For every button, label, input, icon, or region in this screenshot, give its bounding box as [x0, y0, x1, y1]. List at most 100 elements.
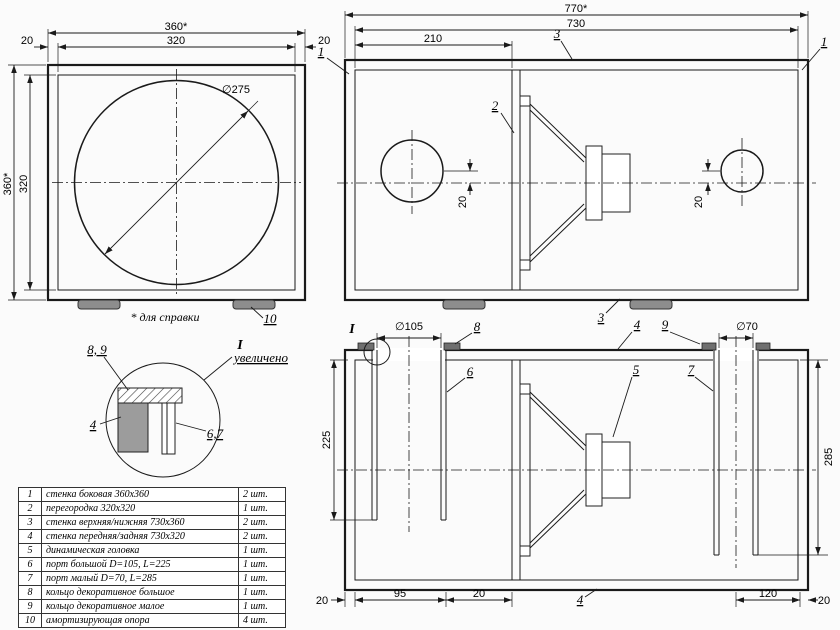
dim-height-total: 360*: [2, 172, 14, 195]
label-detail-mark: I: [348, 322, 355, 337]
side-view: 770* 730 210 20 20 1 1 3 2 3: [318, 3, 828, 325]
dim-big-port-length: 225: [321, 431, 333, 449]
part-name-cell: динамическая головка: [42, 544, 239, 557]
front-view: 360* 320 20 20 360* 320 ∅275 10 * для сп…: [2, 21, 330, 326]
dim-big-port-offset: 20: [457, 196, 469, 208]
detail-circle: [105, 362, 221, 478]
dim-bottom-wall-right: 20: [818, 595, 830, 607]
label-ports: 6,7: [207, 426, 224, 441]
part-number-cell: 2: [19, 502, 42, 515]
part-number-cell: 3: [19, 516, 42, 529]
label-rings: 8, 9: [87, 342, 107, 357]
ring-section: [117, 387, 183, 404]
dim-speaker-diameter: ∅275: [222, 84, 250, 96]
side-outer-wall: [343, 58, 810, 302]
label-speaker: 5: [633, 362, 640, 377]
big-ring-edge: [357, 342, 375, 351]
part-number-cell: 10: [19, 614, 42, 627]
label-wall: 4: [90, 417, 97, 432]
part-number-cell: 6: [19, 558, 42, 571]
part-qty-cell: 1 шт.: [243, 559, 268, 570]
dim-small-port-position: 120: [759, 588, 777, 600]
label-ring-small: 9: [662, 317, 669, 332]
diameter-arrow: [104, 110, 249, 255]
part-number-cell: 5: [19, 544, 42, 557]
part-name-cell: стенка передняя/задняя 730х320: [42, 530, 239, 543]
small-port-tube: [713, 350, 759, 556]
dim-big-port-diameter: ∅105: [395, 321, 423, 333]
label-ring-big: 8: [474, 319, 481, 334]
dim-big-port-to-partition: 20: [473, 588, 485, 600]
front-outer-wall: [46, 63, 307, 302]
dim-length-inner: 730: [567, 18, 585, 30]
dim-width-inner: 320: [167, 35, 185, 47]
reference-note: * для справки: [130, 310, 199, 324]
detail-mark: I: [236, 338, 243, 353]
label-foot-10: 10: [264, 311, 278, 326]
part-number-cell: 8: [19, 586, 42, 599]
part-name-cell: кольцо декоративное малое: [42, 600, 239, 613]
label-small-port: 7: [688, 362, 695, 377]
part-name-cell: кольцо декоративное большое: [42, 586, 239, 599]
big-ring-edge: [443, 342, 461, 351]
small-ring-edge: [755, 342, 771, 351]
damping-foot: [77, 299, 121, 310]
label-partition: 2: [492, 98, 499, 113]
part-qty-cell: 1 шт.: [243, 601, 268, 612]
part-name-cell: порт малый D=70, L=285: [42, 572, 239, 585]
port-tube-section: [161, 402, 176, 455]
dim-small-port-offset: 20: [693, 196, 705, 208]
part-qty-cell: 4 шт.: [243, 615, 268, 626]
detail-caption: увеличено: [232, 350, 288, 365]
dim-small-port-diameter: ∅70: [736, 321, 758, 333]
big-port-tube: [371, 350, 447, 521]
dim-partition-offset: 210: [424, 33, 442, 45]
plan-view: I ∅105 8 4 9 ∅70 225 285 6 5 7 20 95 20 …: [316, 317, 835, 607]
part-qty-cell: 1 шт.: [243, 545, 268, 556]
label-side-wall-right: 1: [821, 34, 828, 49]
dim-height-inner: 320: [18, 175, 30, 193]
part-qty-cell: 1 шт.: [243, 503, 268, 514]
part-number-cell: 9: [19, 600, 42, 613]
label-bottom-wall: 3: [597, 310, 605, 325]
part-number-cell: 4: [19, 530, 42, 543]
part-qty-cell: 2 шт.: [243, 517, 268, 528]
diameter-leader: [247, 100, 259, 112]
part-name-cell: стенка верхняя/нижняя 730х360: [42, 516, 239, 529]
speaker-cutout-circle: [73, 79, 280, 286]
detail-view: 8, 9 4 6,7 I увеличено: [87, 338, 288, 478]
dim-big-port-position: 95: [394, 588, 406, 600]
part-qty-cell: 2 шт.: [243, 489, 268, 500]
damping-foot: [442, 299, 486, 310]
damping-foot: [629, 299, 673, 310]
part-name-cell: амортизирующая опора: [42, 614, 239, 627]
part-number-cell: 1: [19, 488, 42, 501]
dim-small-port-length: 285: [823, 448, 835, 466]
detail-leader: [203, 356, 233, 381]
label-front-wall-top: 4: [634, 317, 641, 332]
part-qty-cell: 1 шт.: [243, 587, 268, 598]
small-ring-edge: [701, 342, 717, 351]
dim-width-total: 360*: [165, 21, 188, 33]
part-number-cell: 7: [19, 572, 42, 585]
dim-length-total: 770*: [565, 3, 588, 15]
foot-leader: [250, 306, 264, 319]
damping-foot: [232, 299, 276, 310]
label-front-wall-bottom: 4: [577, 592, 584, 607]
part-name-cell: порт большой D=105, L=225: [42, 558, 239, 571]
dim-wall-right: 20: [318, 35, 330, 47]
part-qty-cell: 1 шт.: [243, 573, 268, 584]
label-side-wall-left: 1: [318, 44, 325, 59]
